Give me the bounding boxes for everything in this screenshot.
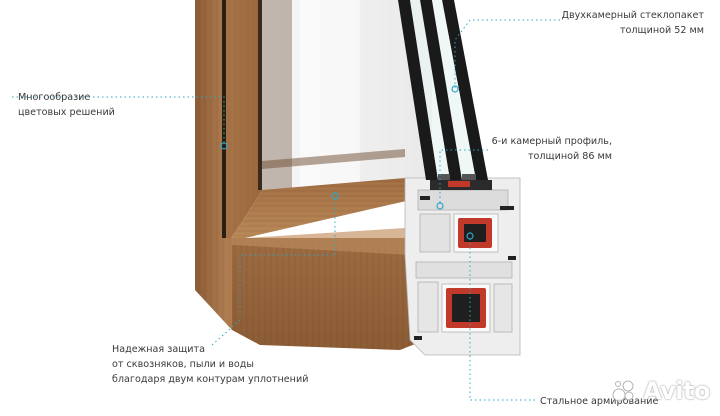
avito-logo-icon [612, 380, 634, 402]
callout-color-options: Многообразие цветовых решений [18, 90, 115, 120]
callout-reinforcement-line1: Стальное армирование [540, 396, 659, 407]
callout-lines [12, 19, 560, 401]
background [0, 0, 195, 416]
glazing-bead-edge [258, 0, 262, 190]
callout-profile: 6-и камерный профиль, толщиной 86 мм [492, 134, 612, 164]
callout-protection-line3: благодаря двум контурам уплотнений [112, 374, 309, 385]
callout-glass-unit-line1: Двухкамерный стеклопакет [561, 10, 704, 21]
callout-glass-unit-line2: толщиной 52 мм [619, 25, 704, 36]
frame-ledge [232, 238, 410, 255]
sash-ledge [232, 228, 410, 238]
frame-bottom-grain [232, 238, 420, 350]
frame-shadow [262, 0, 292, 190]
sill-seal [262, 148, 405, 169]
callout-protection-line1: Надежная защита [112, 344, 205, 355]
callout-profile-line1: 6-и камерный профиль, [491, 136, 612, 147]
callout-protection-line2: от сквозняков, пыли и воды [112, 359, 254, 370]
callout-glass-unit: Двухкамерный стеклопакет толщиной 52 мм [561, 8, 704, 38]
pvc-profile-section [404, 177, 521, 356]
sash-vertical [222, 0, 262, 238]
callout-color-options-line2: цветовых решений [18, 107, 115, 118]
avito-watermark: Avito [611, 376, 711, 406]
callout-protection: Надежная защита от сквозняков, пыли и во… [112, 342, 308, 387]
callout-color-options-line1: Многообразие [18, 92, 91, 103]
avito-watermark-text: Avito [642, 377, 711, 405]
callout-profile-line2: толщиной 86 мм [527, 151, 612, 162]
callout-markers [220, 85, 474, 240]
callout-reinforcement: Стальное армирование [540, 394, 658, 409]
sill-top-grain [232, 178, 428, 238]
glass-unit-section [398, 0, 492, 190]
